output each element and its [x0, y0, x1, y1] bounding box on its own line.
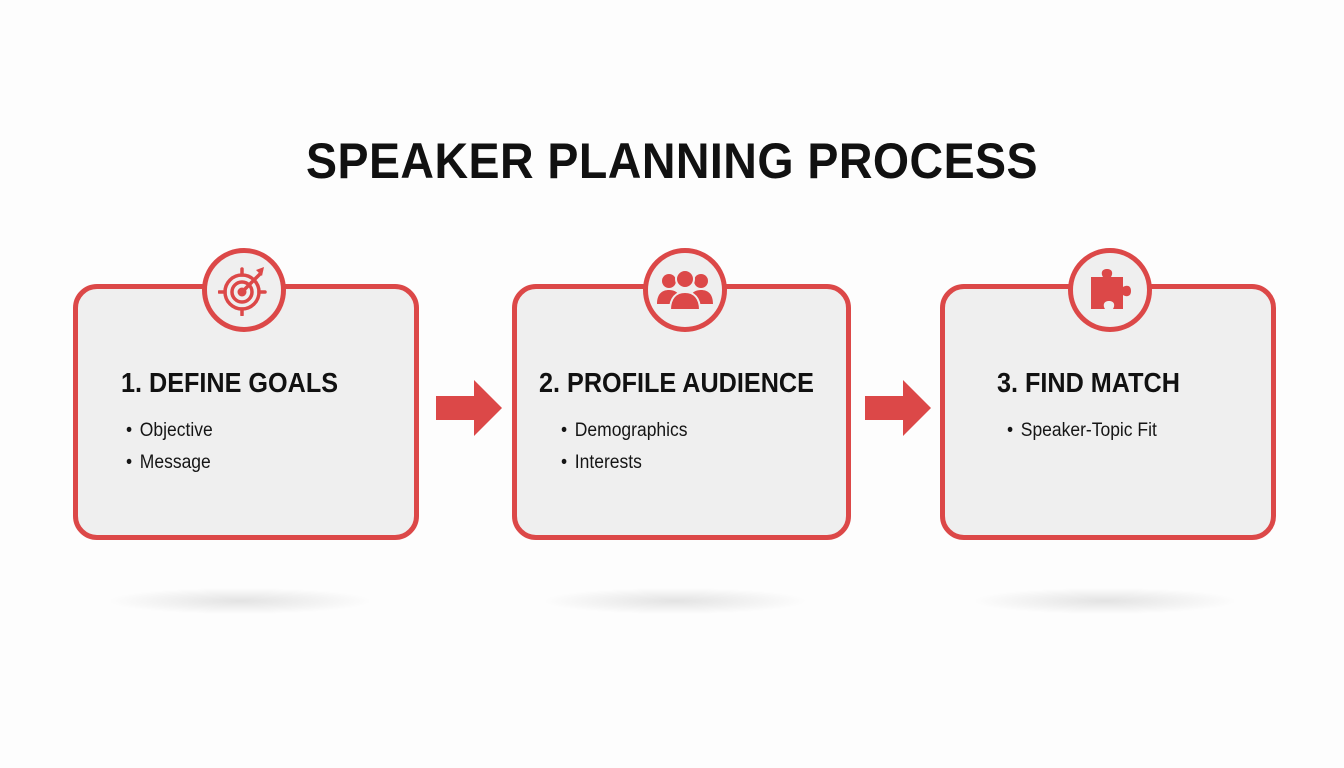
card-shadow — [110, 588, 370, 614]
puzzle-icon — [1091, 269, 1131, 309]
icon-badge — [1068, 248, 1152, 332]
step-card-find-match: 3. FIND MATCH Speaker-Topic Fit — [940, 248, 1276, 540]
step-heading: 3. FIND MATCH — [997, 367, 1180, 398]
step-card-define-goals: 1. DEFINE GOALS Objective Message — [73, 248, 419, 540]
arrow-right-icon — [436, 380, 502, 436]
step-bullets: Speaker-Topic Fit — [1007, 415, 1170, 447]
step-bullets: Demographics Interests — [561, 415, 699, 479]
step-heading: 1. DEFINE GOALS — [121, 367, 339, 398]
arrow-right-icon — [865, 380, 931, 436]
bullet-item: Message — [126, 447, 213, 479]
step-card-profile-audience: 2. PROFILE AUDIENCE Demographics Interes… — [512, 248, 851, 540]
bullet-item: Speaker-Topic Fit — [1007, 415, 1157, 447]
icon-badge — [643, 248, 727, 332]
bullet-item: Demographics — [561, 415, 688, 447]
card-shadow — [975, 588, 1235, 614]
card-shadow — [545, 588, 805, 614]
step-bullets: Objective Message — [126, 415, 220, 479]
bullet-item: Interests — [561, 447, 688, 479]
diagram-title: SPEAKER PLANNING PROCESS — [305, 133, 1039, 189]
target-icon — [218, 267, 267, 316]
step-heading: 2. PROFILE AUDIENCE — [539, 367, 814, 398]
icon-badge — [202, 248, 286, 332]
bullet-item: Objective — [126, 415, 213, 447]
audience-icon — [657, 269, 713, 311]
